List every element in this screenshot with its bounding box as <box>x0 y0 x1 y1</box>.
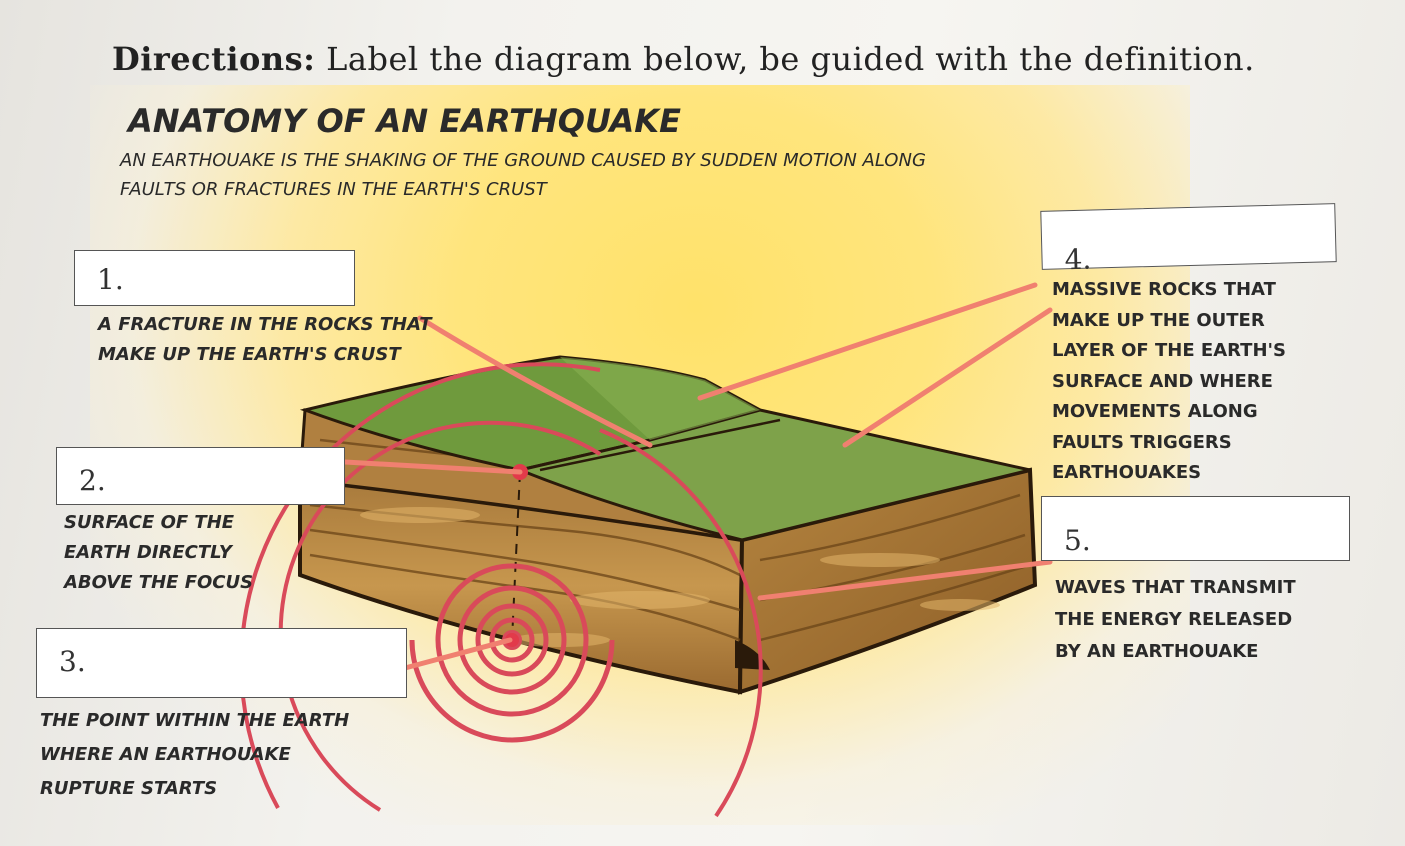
pointer-fault <box>417 315 653 448</box>
directions-label: Directions: <box>112 40 316 78</box>
answer-number-3: 3. <box>59 645 86 678</box>
pointer-focus <box>402 637 513 671</box>
answer-box-3[interactable]: 3. <box>36 628 407 698</box>
definition-4: MASSIVE ROCKS THAT MAKE UP THE OUTER LAY… <box>1052 279 1286 483</box>
answer-box-4[interactable]: 4. <box>1040 203 1337 276</box>
answer-box-1[interactable]: 1. <box>74 250 355 306</box>
definition-2: SURFACE OF THE EARTH DIRECTLY ABOVE THE … <box>64 512 254 593</box>
ground-highlight <box>560 357 760 440</box>
pointer-plates-b <box>842 307 1053 448</box>
definition-5: WAVES THAT TRANSMIT THE ENERGY RELEASED … <box>1055 577 1296 662</box>
definition-3: THE POINT WITHIN THE EARTH WHERE AN EART… <box>40 710 350 799</box>
directions-text: Directions: Label the diagram below, be … <box>112 40 1255 78</box>
answer-number-5: 5. <box>1064 524 1091 557</box>
answer-number-2: 2. <box>79 464 106 497</box>
definition-1: A FRACTURE IN THE ROCKS THAT MAKE UP THE… <box>98 314 432 365</box>
diagram-subtitle: AN EARTHOUAKE IS THE SHAKING OF THE GROU… <box>120 150 926 200</box>
pointer-waves <box>757 559 1053 601</box>
pointer-plates-a <box>697 282 1038 401</box>
rock-strata <box>309 438 1031 642</box>
answer-number-4: 4. <box>1064 242 1092 277</box>
answer-box-5[interactable]: 5. <box>1041 496 1350 561</box>
answer-number-1: 1. <box>97 263 124 296</box>
answer-box-2[interactable]: 2. <box>56 447 345 505</box>
pointer-epicenter <box>342 459 523 475</box>
diagram-title: ANATOMY OF AN EARTHQUAKE <box>128 102 681 140</box>
directions-body: Label the diagram below, be guided with … <box>326 40 1255 78</box>
pointer-lines <box>342 282 1053 671</box>
fault-line <box>539 418 781 472</box>
